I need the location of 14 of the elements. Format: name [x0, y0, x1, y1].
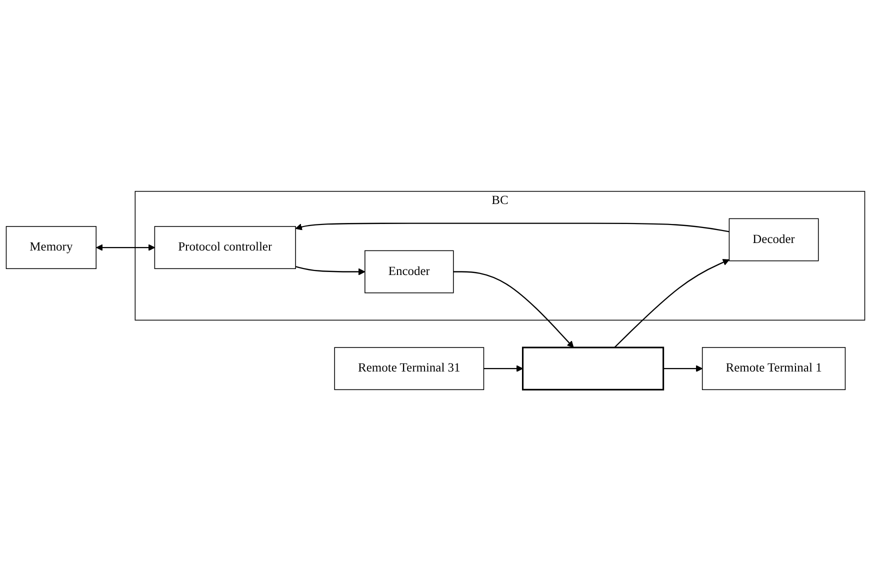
node-box: Memory — [6, 226, 97, 270]
node-box: Protocol controller — [154, 226, 296, 270]
arrow — [453, 271, 574, 348]
arrow — [96, 244, 155, 251]
arrow — [295, 222, 730, 232]
arrow — [484, 365, 524, 372]
node-box: Remote Terminal 1 — [702, 347, 846, 390]
arrow — [295, 266, 366, 276]
node-box: Remote Terminal 31 — [334, 347, 484, 390]
node-box: Decoder — [728, 218, 819, 262]
node-bar — [522, 346, 664, 390]
node-box: Encoder — [364, 250, 454, 294]
arrow — [663, 365, 703, 372]
arrow — [614, 259, 730, 348]
